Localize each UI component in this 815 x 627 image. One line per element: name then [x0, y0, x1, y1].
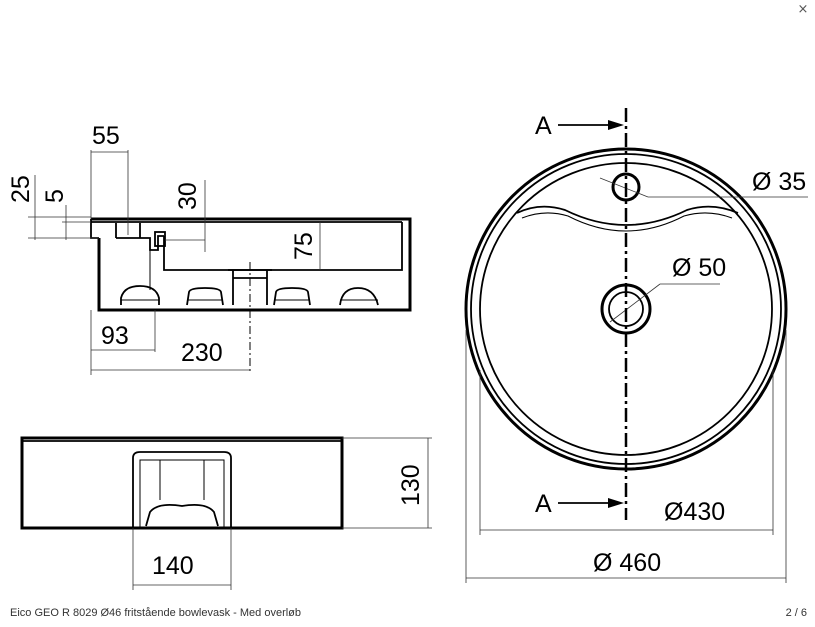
side-view: 130 140 — [20, 436, 432, 590]
section-foot-4 — [339, 287, 379, 306]
page-counter: 2 / 6 — [785, 607, 807, 619]
section-arrow-bottom-head — [608, 498, 624, 508]
dim-drain-leader — [609, 283, 661, 323]
dim-5-label: 5 — [41, 189, 69, 203]
dim-130-label: 130 — [397, 464, 425, 506]
image-caption: Eico GEO R 8029 Ø46 fritstående bowlevas… — [10, 607, 302, 619]
side-pedestal — [132, 451, 232, 528]
dim-93-label: 93 — [101, 322, 129, 350]
section-drain — [228, 269, 272, 305]
top-tap-deck — [516, 205, 739, 226]
top-tap-hole — [611, 172, 641, 202]
dim-460-label: Ø 460 — [593, 549, 661, 577]
top-view: Ø 35 Ø 50 A A Ø430 Ø 460 — [464, 108, 808, 583]
dim-75-label: 75 — [290, 232, 318, 260]
section-basin-inner — [163, 222, 403, 271]
dim-430-label: Ø430 — [664, 498, 725, 526]
dim-drain-label: Ø 50 — [672, 254, 726, 282]
section-foot-3 — [273, 287, 311, 306]
section-view: 55 25 5 30 75 93 230 — [7, 122, 412, 375]
dim-140-label: 140 — [152, 552, 194, 580]
top-tap-deck-inner — [521, 212, 733, 232]
section-marker-bottom: A — [535, 490, 552, 518]
section-overflow-wall — [115, 223, 164, 251]
dim-25-label: 25 — [7, 175, 35, 203]
dim-230-label: 230 — [181, 339, 223, 367]
section-marker-top: A — [535, 112, 552, 140]
dim-30-label: 30 — [174, 182, 202, 210]
dim-55-label: 55 — [92, 122, 120, 150]
section-rim-inner — [90, 219, 402, 239]
side-pedestal-inner — [139, 459, 225, 528]
close-button[interactable]: × — [797, 2, 809, 17]
section-arrow-top-head — [608, 120, 624, 130]
section-foot-2 — [186, 287, 224, 306]
side-basin-outline — [20, 436, 344, 530]
section-overflow-plug — [154, 231, 166, 247]
side-drain-foot — [145, 503, 219, 527]
dim-tap-leader — [599, 177, 649, 198]
section-foot-1 — [120, 285, 160, 305]
dim-tap-label: Ø 35 — [752, 168, 806, 196]
